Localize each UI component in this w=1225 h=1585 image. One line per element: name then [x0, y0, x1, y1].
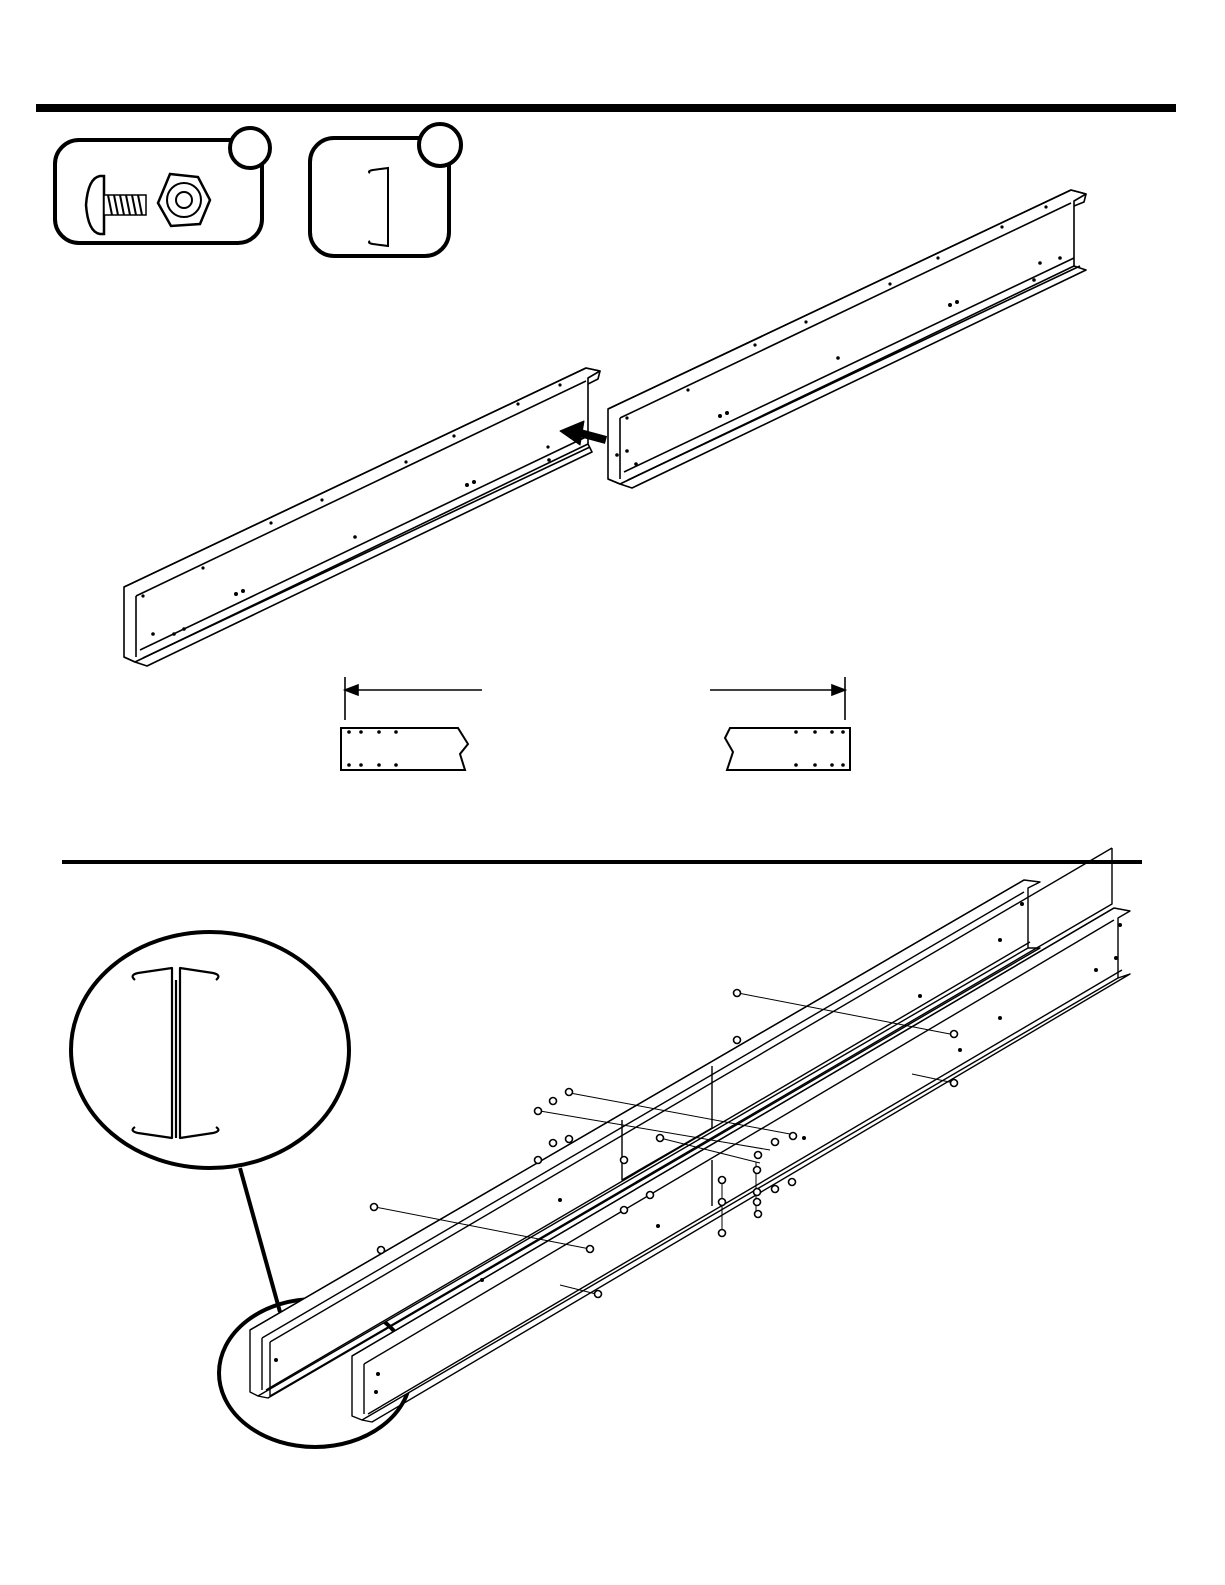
back-to-back-i-beam-detail-icon: [71, 932, 349, 1312]
double-rail-bolted-assembly: [250, 848, 1130, 1422]
